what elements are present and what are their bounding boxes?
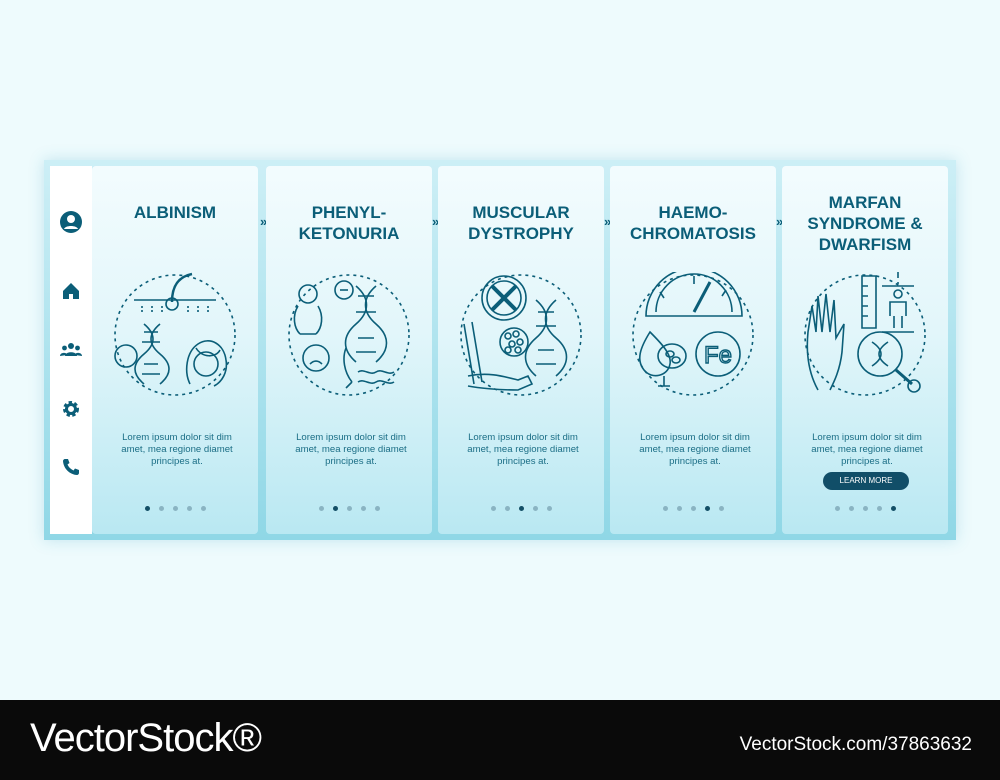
page-dot-1[interactable] bbox=[318, 506, 324, 511]
page-dot-4[interactable] bbox=[532, 506, 538, 511]
albinism-illustration bbox=[114, 272, 236, 396]
gear-icon[interactable] bbox=[60, 398, 82, 420]
chevron-right-icon: » bbox=[776, 214, 784, 229]
card-haemochromatosis: HAEMO- CHROMATOSIS Fe Lorem ipsum dolor … bbox=[610, 166, 776, 534]
card-title: MUSCULAR DYSTROPHY bbox=[468, 203, 574, 243]
marfan-illustration bbox=[804, 272, 926, 396]
card-body: Lorem ipsum dolor sit dim amet, mea regi… bbox=[639, 432, 751, 467]
page-dot-1[interactable] bbox=[834, 506, 840, 511]
watermark-logo: VectorStock® bbox=[30, 716, 262, 760]
card-title: HAEMO- CHROMATOSIS bbox=[630, 203, 756, 243]
page-dot-5[interactable] bbox=[890, 506, 896, 511]
muscular-dystrophy-illustration bbox=[460, 274, 582, 396]
watermark-id: VectorStock.com/37863632 bbox=[739, 734, 972, 755]
page-dot-2[interactable] bbox=[158, 506, 164, 511]
card-body: Lorem ipsum dolor sit dim amet, mea regi… bbox=[121, 432, 233, 467]
page-dot-4[interactable] bbox=[704, 506, 710, 511]
page-dot-3[interactable] bbox=[518, 506, 524, 511]
page-dot-3[interactable] bbox=[172, 506, 178, 511]
card-body: Lorem ipsum dolor sit dim amet, mea regi… bbox=[467, 432, 579, 467]
learn-more-button[interactable]: LEARN MORE bbox=[823, 472, 909, 490]
page-dot-3[interactable] bbox=[862, 506, 868, 511]
chevron-right-icon: » bbox=[432, 214, 440, 229]
group-icon[interactable] bbox=[60, 338, 82, 360]
sidebar bbox=[50, 166, 92, 534]
page-dot-3[interactable] bbox=[690, 506, 696, 511]
chevron-right-icon: » bbox=[260, 214, 268, 229]
card-title: ALBINISM bbox=[133, 203, 217, 222]
page-dot-3[interactable] bbox=[346, 506, 352, 511]
card-body: Lorem ipsum dolor sit dim amet, mea regi… bbox=[811, 432, 923, 467]
card-muscular-dystrophy: MUSCULAR DYSTROPHY Lorem ipsum dolor sit… bbox=[438, 166, 604, 534]
phone-icon[interactable] bbox=[60, 456, 82, 478]
chevron-right-icon: » bbox=[604, 214, 612, 229]
page-dot-4[interactable] bbox=[186, 506, 192, 511]
page-dot-1[interactable] bbox=[662, 506, 668, 511]
card-albinism: ALBINISM Lorem ipsum dolor sit dim amet,… bbox=[92, 166, 258, 534]
pagination-dots bbox=[782, 506, 948, 511]
page-dot-2[interactable] bbox=[504, 506, 510, 511]
pagination-dots bbox=[266, 506, 432, 511]
page-dot-2[interactable] bbox=[676, 506, 682, 511]
card-title: PHENYL- KETONURIA bbox=[298, 203, 400, 243]
card-phenylketonuria: PHENYL- KETONURIA Lorem ipsum dolor sit … bbox=[266, 166, 432, 534]
page-dot-2[interactable] bbox=[848, 506, 854, 511]
pagination-dots bbox=[92, 506, 258, 511]
svg-text:Fe: Fe bbox=[704, 342, 732, 369]
page-dot-2[interactable] bbox=[332, 506, 338, 511]
watermark-bar: VectorStock® VectorStock.com/37863632 bbox=[0, 700, 1000, 780]
page-dot-4[interactable] bbox=[876, 506, 882, 511]
page-dot-5[interactable] bbox=[374, 506, 380, 511]
card-title: MARFAN SYNDROME & DWARFISM bbox=[807, 193, 923, 254]
pagination-dots bbox=[438, 506, 604, 511]
card-marfan-syndrome: MARFAN SYNDROME & DWARFISM Lorem ipsum d… bbox=[782, 166, 948, 534]
page-dot-4[interactable] bbox=[360, 506, 366, 511]
page-dot-1[interactable] bbox=[144, 506, 150, 511]
user-icon[interactable] bbox=[59, 210, 83, 234]
pagination-dots bbox=[610, 506, 776, 511]
page-dot-5[interactable] bbox=[718, 506, 724, 511]
page-dot-5[interactable] bbox=[200, 506, 206, 511]
haemochromatosis-illustration: Fe bbox=[632, 272, 754, 396]
home-icon[interactable] bbox=[60, 280, 82, 302]
page-dot-5[interactable] bbox=[546, 506, 552, 511]
phenylketonuria-illustration bbox=[288, 274, 410, 396]
page-dot-1[interactable] bbox=[490, 506, 496, 511]
card-body: Lorem ipsum dolor sit dim amet, mea regi… bbox=[295, 432, 407, 467]
